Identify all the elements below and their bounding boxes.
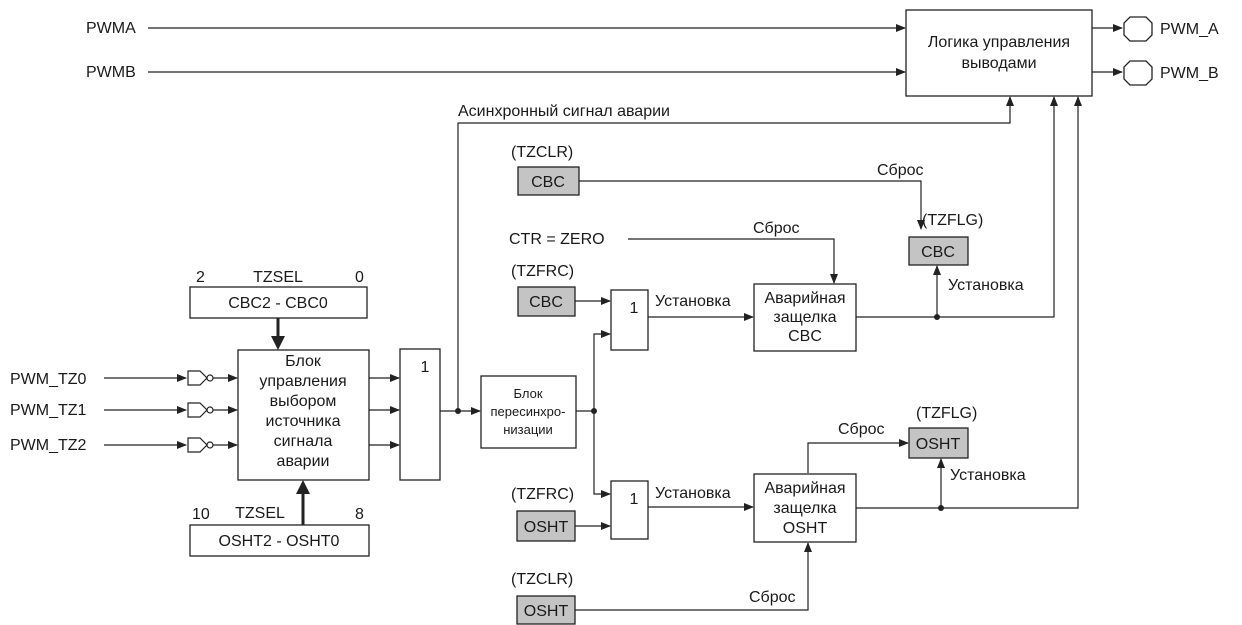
tzclr-cbc-field: CBC xyxy=(531,174,565,191)
or-cbc-set-label: Установка xyxy=(655,293,731,310)
tzsel-top-arrow xyxy=(271,336,285,350)
pwm-a-pin-icon xyxy=(1123,16,1153,42)
pwm-a-label: PWM_A xyxy=(1160,21,1219,38)
tzfrc-osht-name: (TZFRC) xyxy=(511,486,574,503)
ctr-zero-label: CTR = ZERO xyxy=(509,231,605,248)
latch-cbc-out-wire xyxy=(856,96,1058,318)
tzsel-top-register: CBC2 - CBC0 xyxy=(189,286,368,319)
latch-cbc-line2: защелка xyxy=(773,309,836,326)
latch-osht-out-wire xyxy=(856,96,1082,509)
tz0-inverter-icon xyxy=(187,370,214,386)
tzfrc-cbc-register: CBC xyxy=(517,286,576,317)
ctr-zero-reset-label: Сброс xyxy=(753,220,800,237)
or-gate-cbc: 1 xyxy=(610,289,649,351)
latch-osht-reset-to-flag-wire xyxy=(807,439,909,473)
source-select-line3: выбором xyxy=(270,393,337,410)
tz2-inverter-icon xyxy=(187,437,214,453)
async-trip-label: Асинхронный сигнал аварии xyxy=(458,103,670,120)
resync-to-or-cbc-wire xyxy=(593,330,611,411)
tzclr-osht-wire xyxy=(575,542,812,611)
resync-line3: низации xyxy=(503,422,553,437)
or-gate-osht-label: 1 xyxy=(630,491,639,508)
tzclr-cbc-reset-label: Сброс xyxy=(877,162,924,179)
tzsel-bottom-name: TZSEL xyxy=(235,505,285,522)
tz1-label: PWM_TZ1 xyxy=(10,402,87,419)
tzclr-cbc-wire xyxy=(579,180,925,230)
source-select-line1: Блок xyxy=(285,353,322,370)
tz1-inverter-icon xyxy=(187,402,214,418)
tz2-label: PWM_TZ2 xyxy=(10,437,87,454)
resync-to-or-osht-wire xyxy=(593,411,611,498)
output-logic-line2: выводами xyxy=(961,55,1036,72)
latch-cbc-line1: Аварийная xyxy=(764,290,845,307)
tzclr-cbc-name: (TZCLR) xyxy=(511,144,573,161)
latch-osht-line1: Аварийная xyxy=(764,480,845,497)
pwm-b-label: PWM_B xyxy=(1160,65,1219,82)
async-junction xyxy=(455,408,461,414)
tzclr-osht-register: OSHT xyxy=(516,595,576,625)
tzfrc-cbc-field: CBC xyxy=(529,294,563,311)
tzsel-bottom-register: OSHT2 - OSHT0 xyxy=(189,524,370,557)
or-gate-main: 1 xyxy=(399,348,441,481)
tzsel-top-field: CBC2 - CBC0 xyxy=(228,295,328,312)
or-gate-main-label: 1 xyxy=(421,359,430,376)
tzsel-bottom-field: OSHT2 - OSHT0 xyxy=(219,533,340,550)
tzsel-bottom-hi: 10 xyxy=(192,506,210,523)
tzsel-bottom-lo: 8 xyxy=(355,506,364,523)
resync-line2: пересинхро- xyxy=(491,404,566,419)
async-trip-wire xyxy=(457,96,1014,411)
latch-osht-line2: защелка xyxy=(773,500,836,517)
tzclr-osht-name: (TZCLR) xyxy=(511,571,573,588)
tzclr-cbc-register: CBC xyxy=(517,166,580,196)
tzflg-cbc-field: CBC xyxy=(921,244,955,261)
tzflg-osht-set-label: Установка xyxy=(950,467,1026,484)
tzfrc-cbc-name: (TZFRC) xyxy=(511,263,574,280)
source-select-line6: аварии xyxy=(277,453,330,470)
tzsel-top-hi: 2 xyxy=(196,269,205,286)
latch-cbc-line3: CBC xyxy=(788,328,822,345)
pwm-b-pin-icon xyxy=(1123,60,1153,86)
source-select-block: Блок управления выбором источника сигнал… xyxy=(237,349,370,481)
tz0-label: PWM_TZ0 xyxy=(10,371,87,388)
or-gate-osht: 1 xyxy=(610,480,649,540)
ctr-zero-wire xyxy=(628,238,838,284)
tzfrc-osht-field: OSHT xyxy=(524,519,569,536)
or-gate-cbc-label: 1 xyxy=(630,300,639,317)
latch-osht-line3: OSHT xyxy=(783,520,828,537)
tzsel-top-lo: 0 xyxy=(355,269,364,286)
pwma-label: PWMA xyxy=(86,20,136,37)
tzflg-cbc-name: (TZFLG) xyxy=(922,212,983,229)
source-select-line4: источника xyxy=(266,413,341,430)
tzflg-osht-register: OSHT xyxy=(908,427,969,459)
source-select-line2: управления xyxy=(259,373,346,390)
source-select-line5: сигнала xyxy=(274,433,333,450)
tzflg-osht-field: OSHT xyxy=(916,436,961,453)
resync-block: Блок пересинхро- низации xyxy=(480,375,577,449)
output-logic-block: Логика управления выводами xyxy=(905,9,1093,97)
latch-osht-block: Аварийная защелка OSHT xyxy=(753,473,857,543)
tzflg-cbc-register: CBC xyxy=(908,236,969,266)
tzflg-osht-reset-label: Сброс xyxy=(838,421,885,438)
tzsel-bottom-arrow xyxy=(296,480,310,494)
latch-cbc-block: Аварийная защелка CBC xyxy=(753,283,857,352)
resync-line1: Блок xyxy=(513,386,542,401)
tzflg-cbc-set-label: Установка xyxy=(948,277,1024,294)
pwmb-label: PWMB xyxy=(86,64,136,81)
tzfrc-osht-register: OSHT xyxy=(516,510,576,542)
output-logic-line1: Логика управления xyxy=(928,34,1070,51)
or-osht-set-label: Установка xyxy=(655,485,731,502)
tzflg-osht-name: (TZFLG) xyxy=(916,405,977,422)
tzclr-osht-field: OSHT xyxy=(524,603,569,620)
tzclr-osht-reset-label: Сброс xyxy=(749,589,796,606)
tzsel-top-name: TZSEL xyxy=(253,269,303,286)
